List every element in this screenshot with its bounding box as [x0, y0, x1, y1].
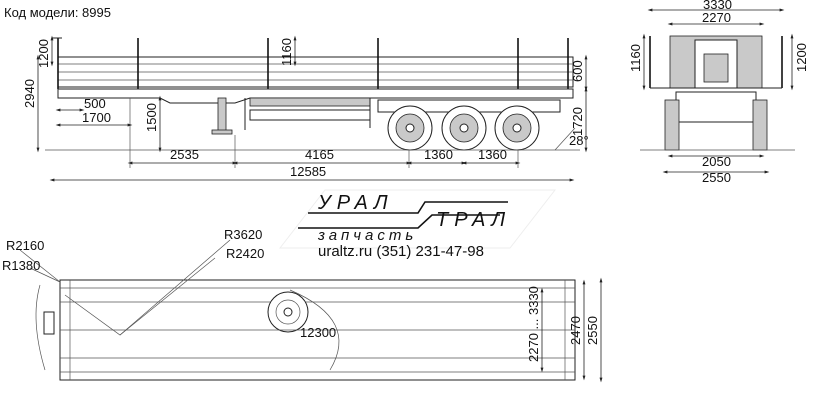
logo-contact: uraltz.ru (351) 231-47-98: [318, 243, 484, 260]
dim-track: 2050: [702, 154, 731, 169]
dim-width: 2550: [702, 170, 731, 185]
wheels: [387, 105, 540, 151]
side-view: 12585 2535 4165 1360 1360 500 1700 2940 …: [22, 35, 589, 182]
logo-brand-right: ТРАЛ: [436, 209, 511, 231]
dim-radius-2: R1380: [2, 258, 40, 273]
dim-radius-4: R2420: [226, 246, 264, 261]
turning-arc: [35, 284, 46, 371]
dim-seg-front: 2535: [170, 147, 199, 162]
dim-width-range: 2270 ... 3330: [526, 286, 541, 362]
brand-logo: УРАЛ ТРАЛ запчасть uraltz.ru (351) 231-4…: [278, 189, 557, 260]
dim-support-height: 1500: [144, 103, 159, 132]
dim-support-offset: 1700: [82, 110, 111, 125]
chassis-frame: [57, 88, 574, 104]
dim-kingpin-offset: 500: [84, 96, 106, 111]
spare-wheel: [267, 291, 309, 333]
dim-stake-height-left: 1160: [628, 44, 643, 72]
dim-total-length: 12585: [290, 164, 326, 179]
model-code-label: Код модели: 8995: [4, 5, 111, 20]
dim-departure-angle: 28°: [569, 133, 589, 148]
rear-suspension: [675, 91, 757, 123]
top-view: R2160 R1380 R3620 R2420 12300 2270 ... 3…: [2, 227, 603, 383]
dim-radius-3: R3620: [224, 227, 262, 242]
dim-stake-height-right: 1200: [794, 43, 809, 72]
dim-deck-height: 1720: [570, 107, 585, 136]
stakes: [52, 37, 569, 89]
dim-deck-length: 12300: [300, 325, 336, 340]
dim-axle-spacing-2: 1360: [478, 147, 507, 162]
dim-overall-width: 3330: [703, 0, 732, 12]
dim-stake-height: 1200: [36, 39, 51, 68]
rear-wheel-right: [752, 99, 768, 151]
dim-side-board: 600: [570, 60, 585, 82]
dim-outer-width-top: 2550: [585, 316, 600, 345]
dim-axle-spacing-1: 1360: [424, 147, 453, 162]
logo-subtitle: запчасть: [317, 227, 417, 244]
dim-radius-1: R2160: [6, 238, 44, 253]
dim-stake-height-mid: 1160: [279, 38, 294, 66]
logo-underline: [308, 201, 508, 214]
dim-inner-width-top: 2470: [568, 316, 583, 345]
rear-view: 3330 2270 2050 2550 1160 1200: [628, 0, 809, 185]
dim-seg-mid: 4165: [305, 147, 334, 162]
dim-inner-width: 2270: [702, 10, 731, 25]
landing-gear: [217, 97, 227, 133]
rear-wheel-left: [664, 99, 680, 151]
dim-total-height: 2940: [22, 79, 37, 108]
logo-brand-left: УРАЛ: [317, 192, 394, 214]
